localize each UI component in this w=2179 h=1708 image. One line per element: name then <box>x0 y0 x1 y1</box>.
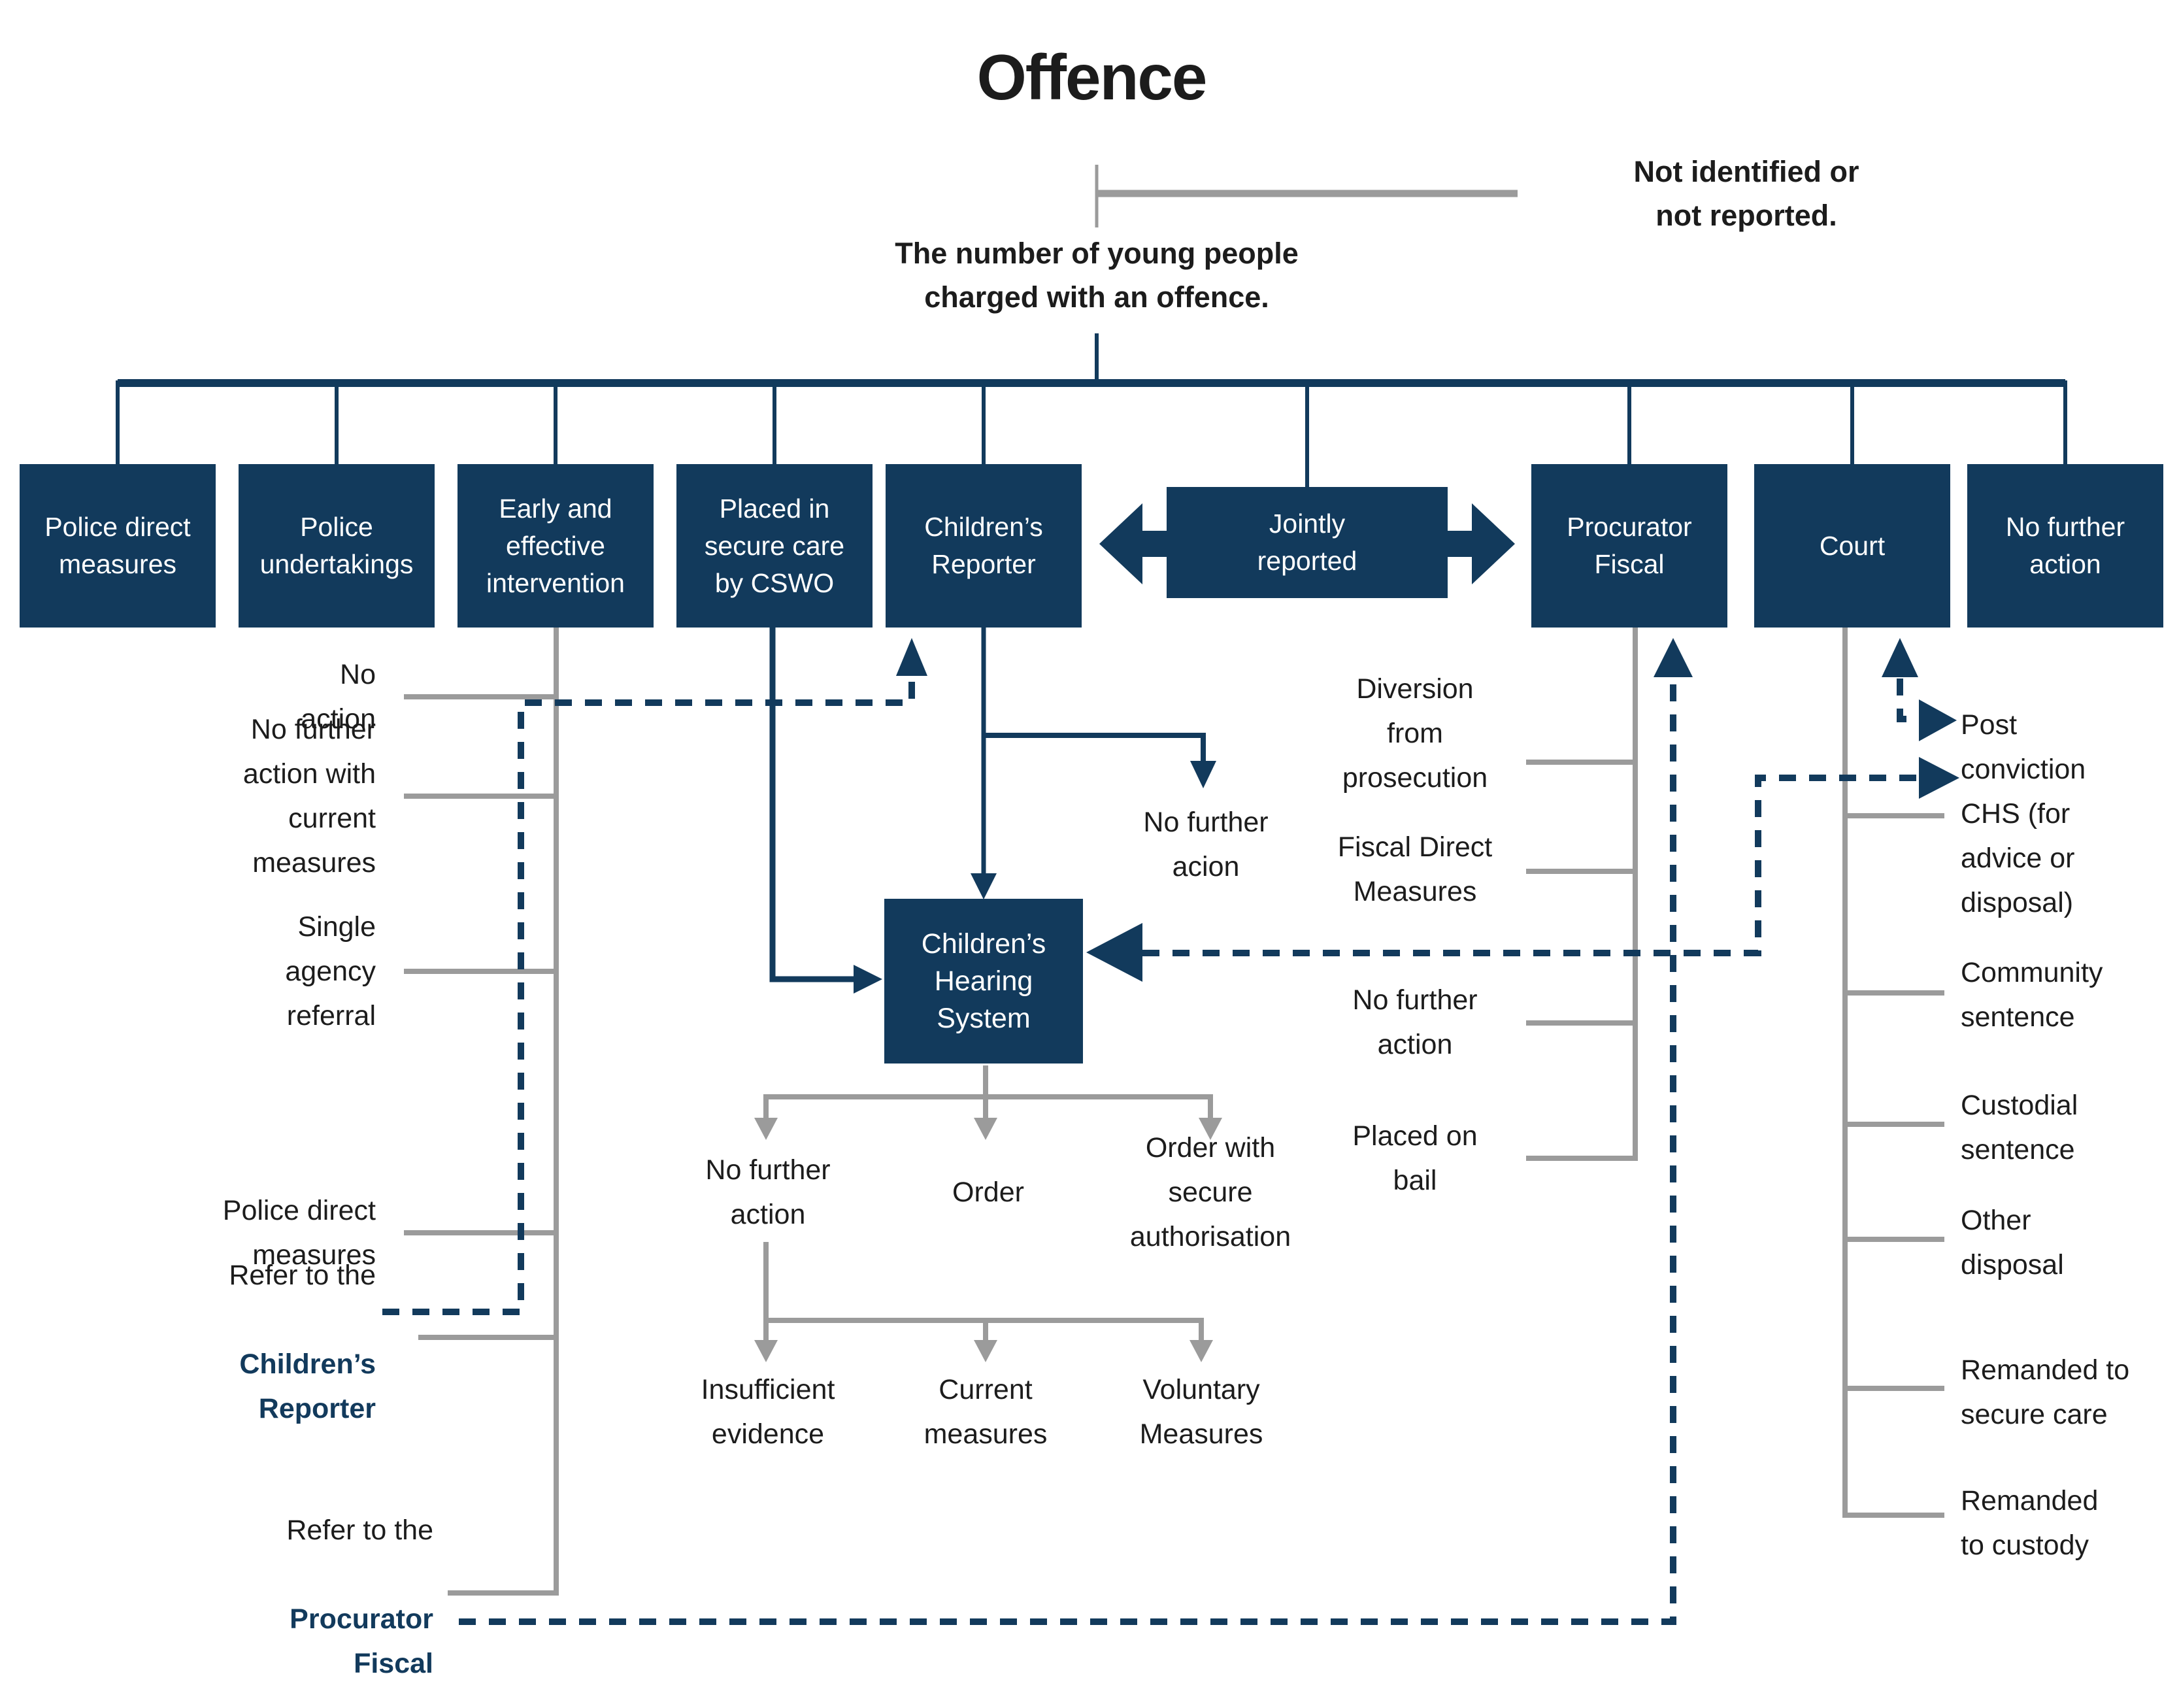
reporter-to-chs-arrow <box>971 628 997 899</box>
eei-outcome-no-further-action: No further action with current measures <box>242 714 376 879</box>
fiscal-outcome-no-further-action: No further action <box>1352 984 1478 1060</box>
chs-suboutcome-insufficient-evidence: Insufficient evidence <box>701 1374 835 1450</box>
dashed-refer-childrens-reporter <box>382 638 927 1315</box>
offence-side-connector <box>1095 165 1518 227</box>
eei-outcome-refer-reporter: Refer to the Children’s Reporter <box>49 1253 376 1431</box>
chs-outcome-no-further-action: No further action <box>705 1154 831 1230</box>
reporter-outcome-no-further-acion: No further acion <box>1143 807 1269 882</box>
fiscal-outcome-direct-measures: Fiscal Direct Measures <box>1337 831 1493 907</box>
node-police-direct-measures: Police direct measures <box>20 464 216 628</box>
eei-outcome-spine <box>404 628 559 1596</box>
fiscal-outcome-placed-on-bail: Placed on bail <box>1352 1120 1478 1196</box>
refer-reporter-bold: Children’s Reporter <box>239 1348 376 1424</box>
refer-fiscal-prefix: Refer to the <box>286 1515 433 1546</box>
dashed-court-post-conviction <box>1882 638 1957 741</box>
chs-suboutcome-current-measures: Current measures <box>923 1374 1048 1450</box>
court-outcome-spine <box>1842 628 1944 1518</box>
node-court: Court <box>1754 464 1950 628</box>
court-outcome-remanded-secure-care: Remanded to secure care <box>1961 1354 2130 1430</box>
chs-outcomes-tree <box>754 1065 1222 1140</box>
chs-outcome-order-secure: Order with secure authorisation <box>1129 1132 1291 1252</box>
offence-subtitle: The number of young people charged with … <box>895 237 1299 314</box>
jointly-reported-right-arrow <box>1446 503 1515 584</box>
court-outcome-remanded-custody: Remanded to custody <box>1961 1485 2099 1561</box>
node-procurator-fiscal: Procurator Fiscal <box>1531 464 1727 628</box>
node-police-undertakings: Police undertakings <box>239 464 435 628</box>
refer-fiscal-bold: Procurator Fiscal <box>290 1603 433 1679</box>
page-title: Offence <box>976 41 1208 113</box>
court-outcome-community-sentence: Community sentence <box>1961 957 2103 1033</box>
reporter-no-further-action-arrow <box>984 733 1216 788</box>
court-outcome-other-disposal: Other disposal <box>1961 1205 2064 1281</box>
chs-suboutcome-voluntary-measures: Voluntary Measures <box>1139 1374 1263 1450</box>
refer-reporter-prefix: Refer to the <box>229 1260 376 1291</box>
node-early-effective-intervention: Early and effective intervention <box>457 464 654 628</box>
node-childrens-hearing-system: Children’s Hearing System <box>884 899 1083 1063</box>
chs-no-further-action-tree <box>754 1242 1213 1362</box>
eei-outcome-single-agency: Single agency referral <box>285 911 376 1031</box>
eei-outcome-no-action: No action <box>301 659 376 735</box>
dashed-refer-procurator-fiscal <box>459 638 1693 1625</box>
court-outcome-custodial-sentence: Custodial sentence <box>1961 1090 2078 1165</box>
node-childrens-reporter: Children’s Reporter <box>886 464 1082 628</box>
eei-outcome-police-direct: Police direct measures <box>222 1195 376 1271</box>
node-jointly-reported: Jointly reported <box>1167 487 1448 598</box>
fiscal-outcome-diversion: Diversion from prosecution <box>1342 673 1488 794</box>
court-outcome-post-conviction-chs: Post conviction CHS (for advice or dispo… <box>1961 709 2086 918</box>
dashed-post-conviction-chs <box>1086 757 1959 982</box>
not-identified-note: Not identified or not reported. <box>1633 155 1859 232</box>
eei-outcome-refer-fiscal: Refer to the Procurator Fiscal <box>107 1508 433 1686</box>
fiscal-outcome-spine <box>1526 628 1638 1161</box>
cswo-to-chs-arrow <box>769 628 882 994</box>
node-no-further-action: No further action <box>1967 464 2163 628</box>
jointly-reported-left-arrow <box>1099 503 1169 584</box>
main-trunk <box>116 333 2067 490</box>
chs-outcome-order: Order <box>952 1177 1024 1208</box>
node-secure-care-cswo: Placed in secure care by CSWO <box>676 464 873 628</box>
